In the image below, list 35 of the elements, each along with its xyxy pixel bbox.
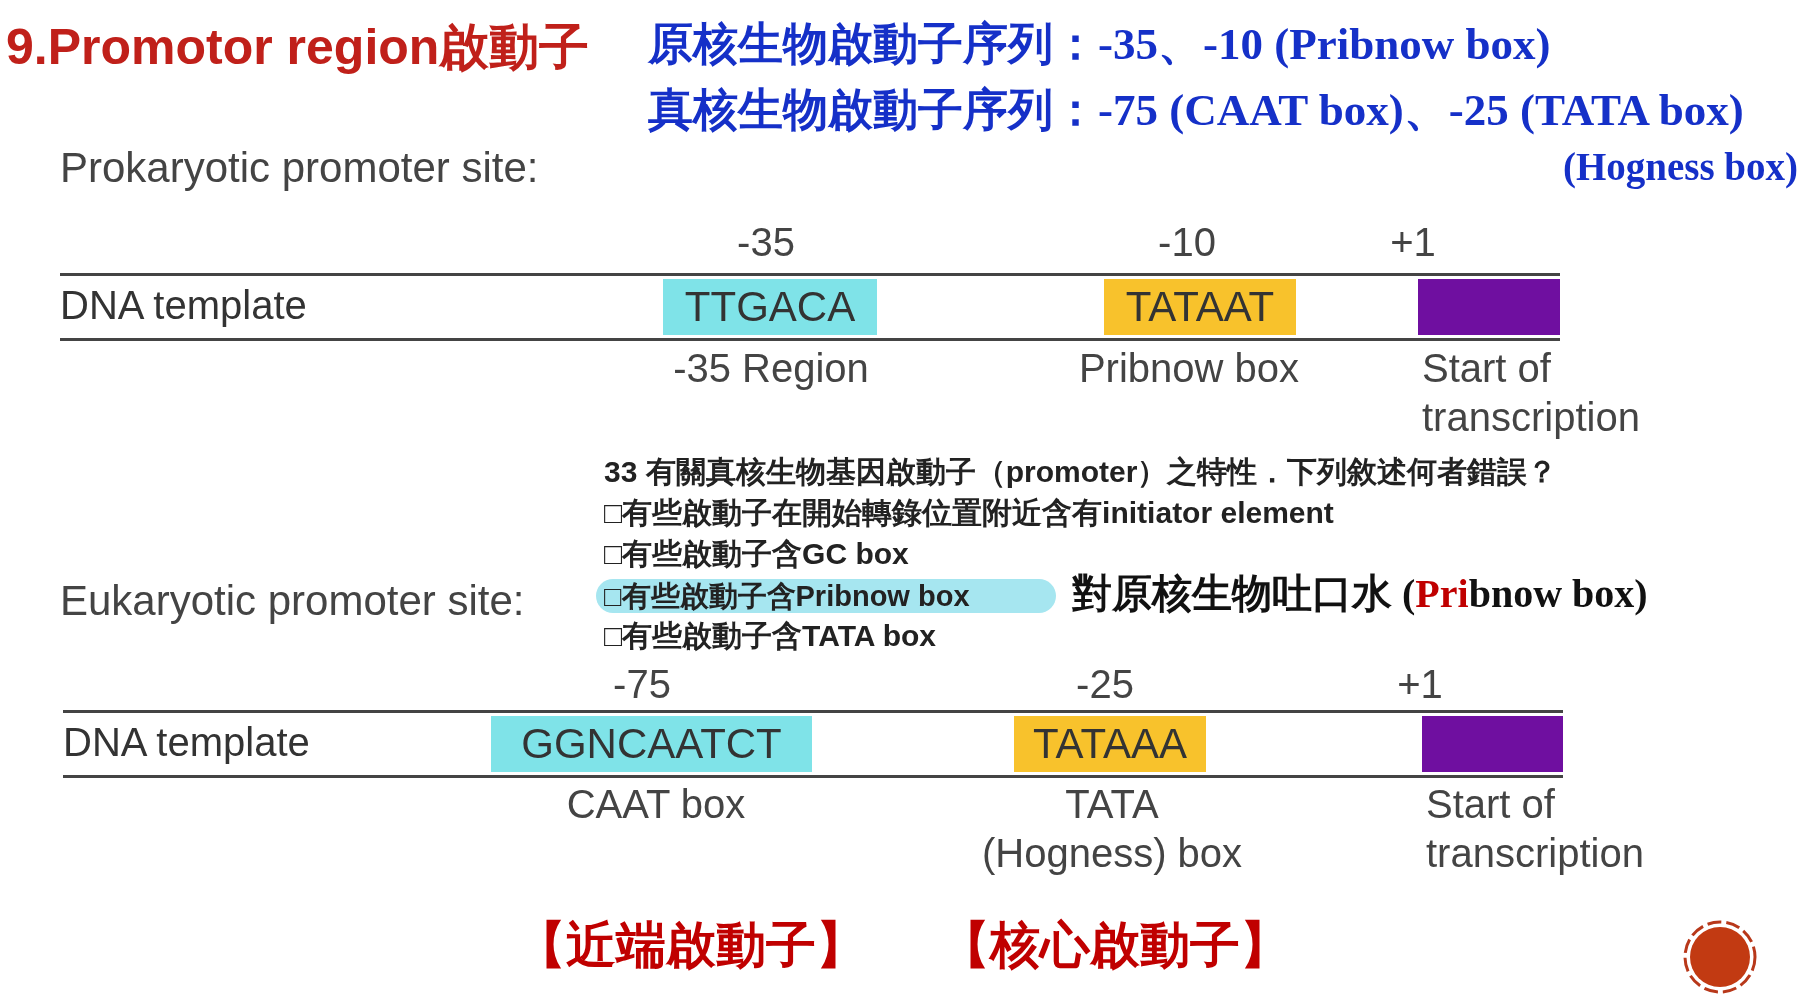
section-heading: Prokaryotic promoter site: bbox=[60, 145, 539, 192]
option-text: □有些啟動子含TATA box bbox=[604, 619, 936, 652]
caption-text: 【近端啟動子】 bbox=[516, 918, 866, 973]
region-label: TATA (Hogness) box bbox=[980, 781, 1244, 877]
position-number: -10 bbox=[1157, 219, 1217, 266]
option-text: □有些啟動子在開始轉錄位置附近含有initiator element bbox=[604, 496, 1334, 529]
sequence-box: GGNCAATCT bbox=[491, 716, 812, 772]
position-number: -35 bbox=[736, 219, 796, 266]
sequence-box: TATAAA bbox=[1014, 716, 1206, 772]
filled-box bbox=[1422, 716, 1563, 772]
question-text: 33 有關真核生物基因啟動子（promoter）之特性．下列敘述何者錯誤？ bbox=[604, 455, 1558, 488]
position-number: +1 bbox=[1396, 661, 1444, 708]
dna-band bbox=[63, 710, 1563, 778]
region-label: Start of transcription bbox=[1422, 345, 1641, 441]
highlight-box: □有些啟動子含Pribnow box bbox=[596, 579, 1056, 613]
position-number: +1 bbox=[1389, 219, 1437, 266]
header-text: (Hogness box) bbox=[1562, 146, 1798, 189]
dna-band bbox=[60, 273, 1560, 341]
region-label: CAAT box bbox=[565, 781, 747, 828]
sequence-box: TATAAT bbox=[1104, 279, 1296, 335]
header-text: 真核生物啟動子序列：-75 (CAAT box)、-25 (TATA box) bbox=[648, 86, 1744, 136]
filled-box bbox=[1418, 279, 1560, 335]
annotation-text: 對原核生物吐口水 (Pribnow box) bbox=[1072, 572, 1648, 616]
title: 9.Promotor region啟動子 bbox=[6, 20, 590, 75]
section-heading: Eukaryotic promoter site: bbox=[60, 578, 525, 625]
region-label: -35 Region bbox=[672, 345, 870, 392]
position-number: -25 bbox=[1075, 661, 1135, 708]
caption-text: 【核心啟動子】 bbox=[940, 918, 1290, 973]
region-label: Start of transcription bbox=[1426, 781, 1645, 877]
header-text: 原核生物啟動子序列：-35、-10 (Pribnow box) bbox=[648, 20, 1551, 70]
band-label: DNA template bbox=[60, 283, 307, 327]
region-label: Pribnow box bbox=[1077, 345, 1301, 392]
band-label: DNA template bbox=[63, 720, 310, 764]
sequence-box: TTGACA bbox=[663, 279, 877, 335]
position-number: -75 bbox=[612, 661, 672, 708]
